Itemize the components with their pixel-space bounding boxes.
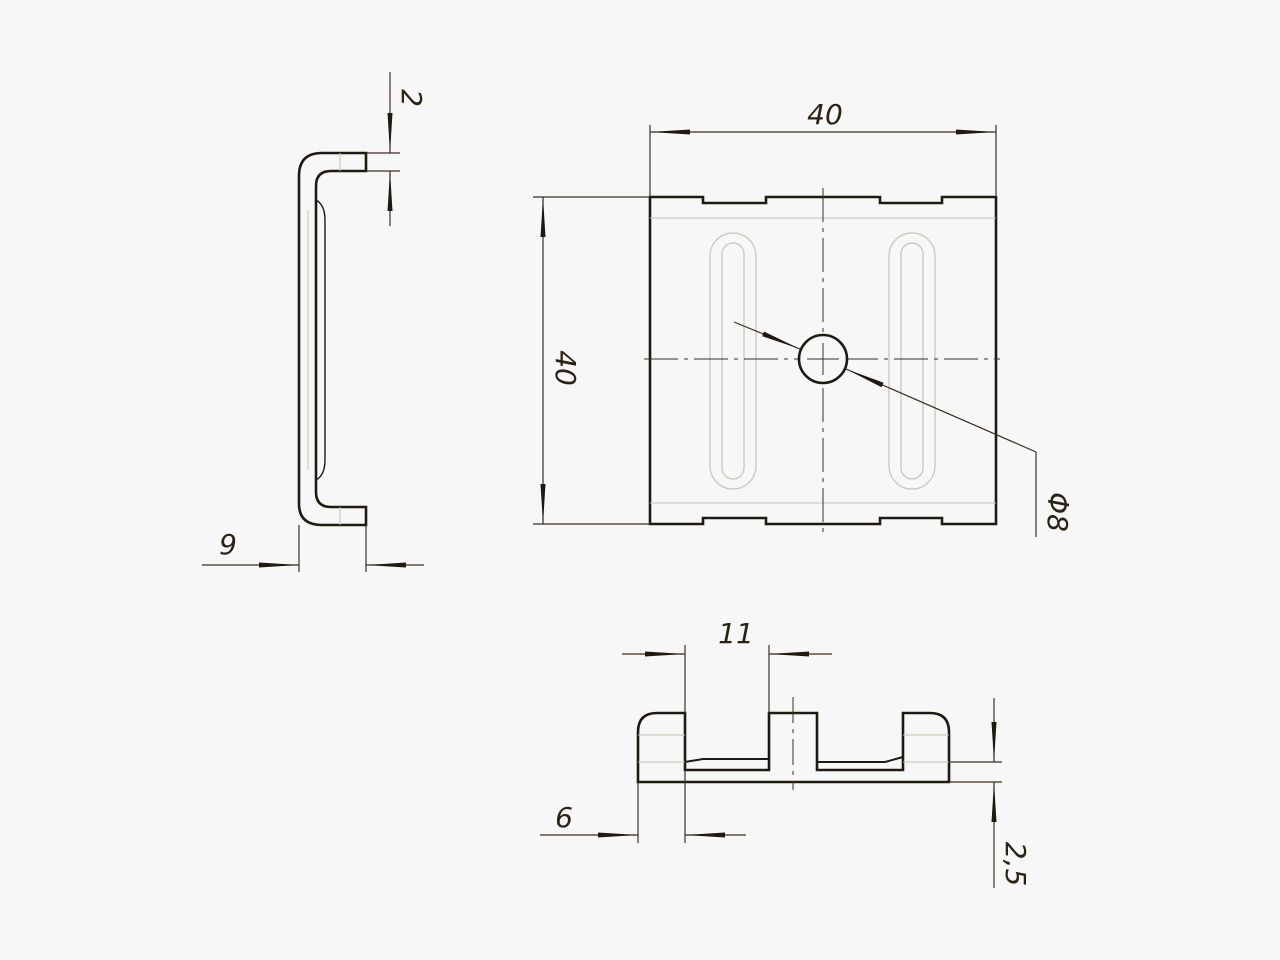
- dimension-label-front-edge: 6: [555, 801, 573, 834]
- side-depth-dimension: [202, 525, 424, 572]
- dimension-label-hole-diameter: Φ8: [1041, 492, 1074, 532]
- top-view: [644, 188, 1000, 534]
- top-width-dimension: [649, 125, 997, 197]
- front-edge-dimension: [540, 770, 746, 843]
- top-view-outline: [648, 195, 998, 526]
- side-thickness-dimension: [366, 72, 400, 226]
- dimension-label-top-height: 40: [549, 350, 582, 386]
- side-view-outer-profile: [297, 151, 368, 527]
- hole-diameter-leader: [733, 321, 1037, 537]
- dimension-label-front-thickness: 2,5: [999, 842, 1032, 887]
- dimension-label-top-width: 40: [807, 98, 843, 131]
- leader-arrow-out: [845, 368, 1037, 453]
- slot-right-inner: [900, 242, 924, 480]
- leader-arrow-in: [733, 321, 801, 350]
- side-view: [297, 151, 368, 527]
- top-height-dimension: [533, 196, 650, 525]
- slot-right-outer: [888, 232, 936, 490]
- slot-left-inner: [721, 242, 745, 480]
- front-view-outline: [636, 711, 951, 784]
- front-slot-dimension: [622, 645, 832, 713]
- dimension-label-side-thickness: 2: [395, 89, 428, 107]
- dimension-label-front-slot: 11: [718, 617, 754, 650]
- front-view-inner-base: [684, 756, 904, 763]
- slot-left-outer: [709, 232, 757, 490]
- front-view: [636, 697, 951, 790]
- side-view-inner-line: [315, 199, 326, 481]
- front-thickness-dimension: [949, 698, 1002, 888]
- dimension-label-side-depth: 9: [219, 528, 237, 561]
